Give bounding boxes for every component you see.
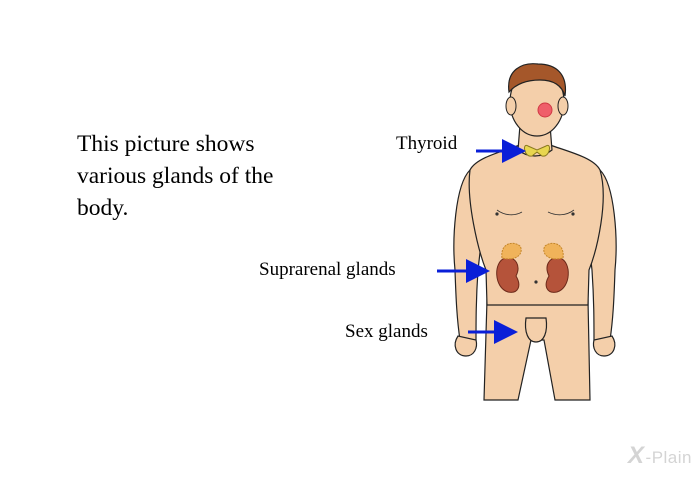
suprarenal-label: Suprarenal glands: [259, 259, 396, 280]
brand-text: -Plain: [645, 448, 692, 467]
left-nipple: [495, 212, 499, 216]
left-suprarenal: [501, 242, 522, 260]
right-hand: [592, 335, 616, 357]
body-legs: [483, 299, 591, 401]
brand-mark: X: [628, 442, 645, 469]
right-nipple: [571, 212, 575, 216]
pituitary-marker: [537, 102, 553, 118]
suprarenal-glands: [501, 242, 564, 260]
left-hand: [454, 335, 478, 357]
caption-text: This picture shows various glands of the…: [77, 131, 274, 221]
kidneys: [496, 257, 569, 293]
right-kidney: [545, 257, 569, 293]
left-ear: [505, 96, 517, 116]
hair: [508, 63, 567, 97]
right-ear: [557, 96, 569, 116]
navel: [534, 280, 538, 284]
body-silhouette: [453, 63, 617, 401]
chest-line: [496, 209, 575, 216]
genital-outline: [524, 317, 548, 343]
thyroid-label: Thyroid: [396, 133, 458, 154]
sex-glands-label: Sex glands: [345, 321, 428, 342]
right-suprarenal: [543, 242, 564, 260]
xplain-logo: X-Plain: [628, 442, 692, 470]
left-kidney: [496, 257, 520, 293]
